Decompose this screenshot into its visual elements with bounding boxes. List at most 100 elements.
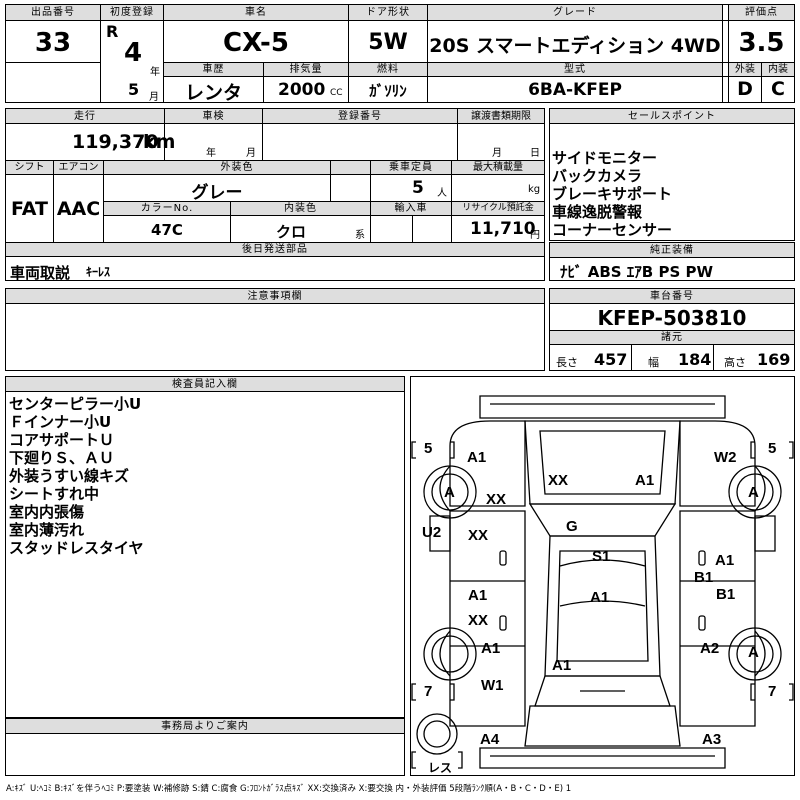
- mark-cargo: A1: [552, 657, 572, 674]
- capacity: 5: [412, 178, 424, 198]
- notes-label: 注意事項欄: [247, 291, 303, 302]
- sales-point-label: セールスポイント: [628, 111, 716, 122]
- transfer-month-unit: 月: [492, 148, 502, 159]
- chassis-label: 車台番号: [650, 291, 694, 302]
- length-label: 長さ: [556, 356, 578, 369]
- load-unit: kg: [528, 184, 541, 195]
- inspector-lines: センターピラー小U Ｆインナー小U コアサポートＵ 下廻りＳ、ＡＵ 外装うすい線…: [9, 395, 399, 557]
- mark-rl-wheel-top: A1: [481, 640, 501, 657]
- mark-rr-wheel-top: A2: [700, 640, 720, 657]
- mileage: 119,370: [72, 131, 159, 153]
- ext-label: 外装: [735, 64, 755, 75]
- inspector-line: 外装うすい線キズ: [9, 467, 130, 485]
- later-parts-label: 後日発送部品: [242, 244, 308, 255]
- mark-fr-fender: W2: [714, 449, 737, 466]
- sales-point-item: コーナーセンサー: [552, 221, 673, 239]
- inspector-block: [5, 376, 405, 718]
- color-label: 外装色: [220, 162, 254, 173]
- mark-hood-right: A1: [635, 472, 655, 489]
- inspector-line: コアサポートＵ: [9, 431, 115, 449]
- model-label: 型式: [564, 64, 586, 75]
- door-type: 5W: [368, 30, 408, 55]
- equipment-label: 純正装備: [650, 245, 694, 256]
- mark-rear-right: A3: [702, 731, 722, 748]
- mark-rear-left: A4: [480, 731, 500, 748]
- fuel-label: 燃料: [377, 64, 399, 75]
- sales-point-item: バックカメラ: [552, 167, 643, 185]
- inspector-line: センターピラー小U: [9, 395, 142, 413]
- notes-block: [5, 288, 545, 371]
- shift: FAT: [11, 198, 48, 220]
- inspector-line: 室内薄汚れ: [9, 521, 85, 539]
- car-diagram-block: [410, 376, 795, 776]
- regno-label: 登録番号: [338, 111, 382, 122]
- width: 184: [678, 350, 712, 369]
- sales-point-block: [549, 108, 795, 241]
- colorno-label: カラーNo.: [140, 203, 194, 214]
- model-code: 6BA-KFEP: [528, 80, 622, 100]
- exterior-color: グレー: [191, 183, 243, 203]
- inspection-label: 車検: [202, 111, 225, 122]
- inspector-line: 室内内張傷: [9, 503, 85, 521]
- chassis-block: [549, 288, 795, 371]
- mark-left-mirror: U2: [422, 524, 442, 541]
- office-label: 事務局よりご案内: [161, 721, 249, 732]
- mark-fl-fender: A1: [467, 449, 487, 466]
- legend: A:ｷｽﾞ U:ﾍｺﾐ B:ｷｽﾞを伴うﾍｺﾐ P:要塗装 W:補修跡 S:錆 …: [6, 784, 572, 794]
- displacement-label: 排気量: [289, 64, 323, 75]
- mark-fl-wheel: A: [444, 484, 455, 501]
- spare-tire-status: レス: [428, 761, 453, 775]
- equipment-items: ﾅﾋﾞ ABS ｴｱB PS PW: [560, 263, 714, 281]
- mileage-label: 走行: [74, 111, 96, 122]
- history-label: 車歴: [202, 64, 225, 75]
- mark-front-seat: S1: [592, 548, 611, 565]
- intcolor-unit: 系: [355, 230, 365, 241]
- inspector-line: スタッドレスタイヤ: [9, 539, 144, 557]
- mark-fl-arch: XX: [486, 491, 507, 508]
- mileage-unit: km: [143, 131, 176, 153]
- displacement: 2000: [278, 80, 326, 100]
- car-diagram: [411, 395, 794, 769]
- recycle-unit: 円: [530, 230, 540, 241]
- tire-front-left-depth: 5: [424, 440, 433, 457]
- load-label: 最大積載量: [473, 162, 523, 173]
- height-label: 高さ: [724, 356, 746, 369]
- sales-point-item: ブレーキサポート: [552, 185, 673, 203]
- width-label: 幅: [648, 356, 659, 369]
- inspector-line: シートすれ中: [9, 485, 100, 503]
- int-grade: C: [771, 78, 785, 100]
- mark-rl-wheel-bottom: W1: [481, 677, 504, 694]
- sales-point-item: 車線逸脱警報: [552, 203, 643, 221]
- mark-right-front-door: A1: [715, 552, 735, 569]
- score: 3.5: [738, 28, 785, 58]
- air-conditioner: AAC: [56, 198, 101, 220]
- inspector-line: 下廻りＳ、ＡＵ: [9, 449, 115, 467]
- reg-year: 4: [124, 38, 143, 68]
- tire-rear-right-depth: 7: [768, 683, 777, 700]
- length: 457: [594, 350, 628, 369]
- era: R: [106, 22, 119, 41]
- mark-left-rear-door-1: A1: [468, 587, 488, 604]
- sales-point-item: サイドモニター: [552, 149, 658, 167]
- color-number: 47C: [151, 221, 183, 239]
- mark-left-front-door: XX: [468, 527, 489, 544]
- displacement-unit: CC: [330, 88, 343, 98]
- transfer-label: 譲渡書類期限: [471, 111, 531, 122]
- insp-month-unit: 月: [246, 148, 256, 159]
- capacity-label: 乗車定員: [389, 162, 433, 173]
- name-label: 車名: [245, 7, 267, 18]
- later-parts-main: 車両取説: [10, 264, 71, 282]
- recycle-label: リサイクル預託金: [462, 203, 534, 213]
- grade-label: グレード: [553, 7, 597, 18]
- transfer-day-unit: 日: [530, 148, 540, 159]
- recycle-fee: 11,710: [470, 219, 536, 239]
- score-label: 評価点: [745, 7, 778, 18]
- month-unit: 月: [149, 92, 159, 103]
- year-unit: 年: [150, 67, 160, 78]
- info-block: [5, 108, 545, 281]
- import-label: 輸入車: [394, 203, 428, 214]
- inspector-line: Ｆインナー小U: [9, 413, 112, 431]
- lot-label: 出品番号: [31, 7, 75, 18]
- fuel: ｶﾞｿﾘﾝ: [369, 82, 407, 100]
- header-block: [5, 4, 795, 103]
